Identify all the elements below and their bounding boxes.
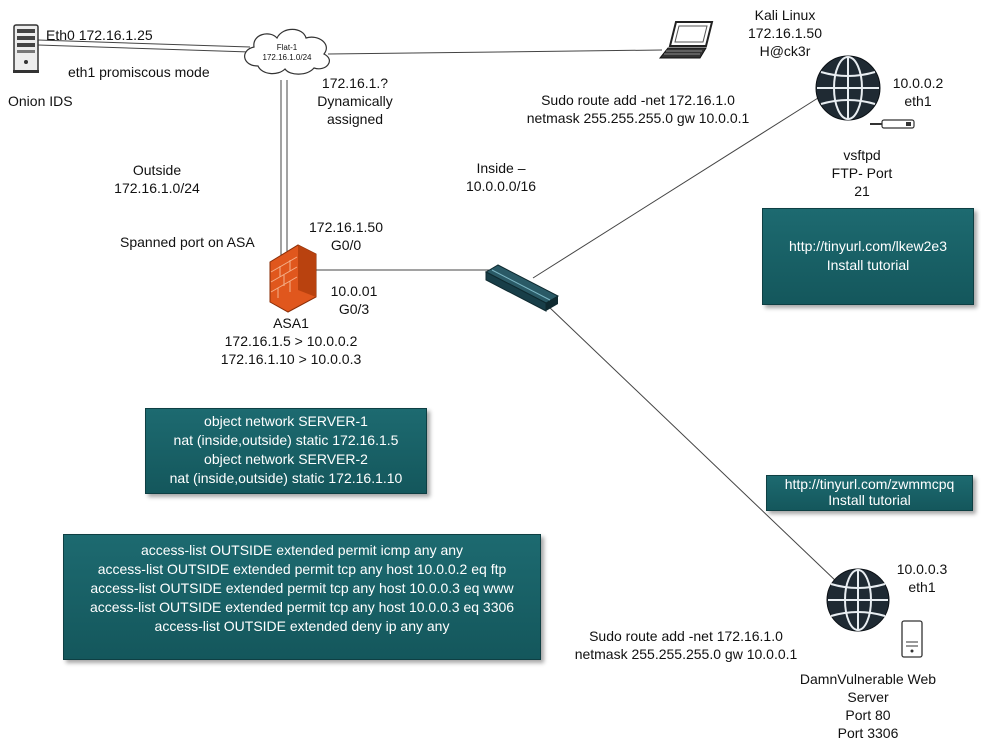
- link-cloud-asa: [280, 80, 288, 255]
- route-bottom-label: Sudo route add -net 172.16.1.0 netmask 2…: [546, 627, 826, 663]
- ftp-host-ip-label: 10.0.0.2 eth1: [880, 74, 956, 110]
- asa-g00-port: G0/0: [330, 237, 362, 253]
- onion-name-label: Onion IDS: [8, 93, 73, 109]
- asa-g00-label: 172.16.1.50 G0/0: [296, 218, 396, 254]
- link-onion-cloud: [37, 39, 251, 53]
- firewall-icon[interactable]: [269, 244, 317, 313]
- link-cloud-kali: [327, 49, 663, 55]
- ftp-service-name: vsftpd: [843, 147, 881, 163]
- server-tower-icon[interactable]: [13, 24, 39, 73]
- nat-config-line: nat (inside,outside) static 172.16.1.5: [173, 432, 399, 448]
- kali-label: Kali Linux 172.16.1.50 H@ck3r: [720, 6, 850, 60]
- acl-config-line: access-list OUTSIDE extended permit tcp …: [90, 580, 514, 596]
- cloud-name: Flat-1: [276, 43, 298, 52]
- route-bottom-line2: netmask 255.255.255.0 gw 10.0.0.1: [574, 646, 798, 662]
- server-icon[interactable]: [901, 620, 923, 658]
- dhcp-label: 172.16.1.? Dynamically assigned: [300, 74, 410, 128]
- dvwa-tutorial-text: Install tutorial: [828, 492, 911, 508]
- asa-span-label: Spanned port on ASA: [120, 234, 255, 250]
- dvwa-server-port-80: Port 80: [845, 707, 891, 723]
- cloud-icon[interactable]: [244, 28, 330, 75]
- cloud-label: Flat-1 172.16.1.0/24: [252, 43, 322, 63]
- onion-eth1-label: eth1 promiscous mode: [68, 64, 210, 80]
- ftp-tutorial-text: Install tutorial: [826, 257, 910, 273]
- ftp-host-iface: eth1: [904, 93, 932, 109]
- route-bottom-line1: Sudo route add -net 172.16.1.0: [589, 628, 783, 644]
- link-switch-dvwa: [547, 305, 839, 584]
- asa-name: ASA1: [273, 315, 309, 331]
- route-top-line1: Sudo route add -net 172.16.1.0: [541, 92, 735, 108]
- kali-ip: 172.16.1.50: [748, 25, 822, 41]
- asa-g03-port: G0/3: [338, 301, 370, 317]
- onion-eth0-label: Eth0 172.16.1.25: [46, 27, 153, 43]
- asa-nat-label: ASA1 172.16.1.5 > 10.0.0.2 172.16.1.10 >…: [196, 314, 386, 368]
- kali-password: H@ck3r: [759, 43, 811, 59]
- dvwa-server-label: DamnVulnerable Web Server Port 80 Port 3…: [778, 670, 958, 742]
- kali-name: Kali Linux: [754, 7, 816, 23]
- network-adapter-icon[interactable]: [870, 119, 915, 129]
- acl-config-line: access-list OUTSIDE extended permit tcp …: [97, 561, 507, 577]
- dvwa-host-iface: eth1: [908, 579, 936, 595]
- ftp-host-ip: 10.0.0.2: [892, 75, 944, 91]
- link-switch-ftp: [532, 97, 819, 279]
- outside-name: Outside: [132, 162, 182, 178]
- asa-g00-ip: 172.16.1.50: [309, 219, 383, 235]
- globe-icon[interactable]: [815, 55, 881, 121]
- dhcp-ip: 172.16.1.?: [321, 75, 389, 91]
- ftp-service-label: vsftpd FTP- Port 21: [814, 146, 910, 200]
- dvwa-server-name-2: Server: [847, 689, 889, 705]
- dvwa-server-port-3306: Port 3306: [837, 725, 899, 741]
- inside-subnet: 10.0.0.0/16: [465, 178, 537, 194]
- dvwa-host-ip-label: 10.0.0.3 eth1: [880, 560, 964, 596]
- nat-config-line: object network SERVER-2: [204, 451, 368, 467]
- ftp-service-port-label: FTP- Port: [831, 165, 893, 181]
- asa-nat-rule-2: 172.16.1.10 > 10.0.0.3: [220, 351, 362, 367]
- nat-config-line: object network SERVER-1: [204, 413, 368, 429]
- acl-config-line: access-list OUTSIDE extended permit tcp …: [89, 599, 515, 615]
- route-top-label: Sudo route add -net 172.16.1.0 netmask 2…: [498, 91, 778, 127]
- acl-config-box: access-list OUTSIDE extended permit icmp…: [63, 534, 541, 660]
- globe-icon[interactable]: [826, 568, 890, 632]
- cloud-subnet: 172.16.1.0/24: [262, 53, 312, 62]
- nat-config-line: nat (inside,outside) static 172.16.1.10: [169, 470, 403, 486]
- dvwa-tutorial-url[interactable]: http://tinyurl.com/zwmmcpq: [784, 476, 955, 492]
- dhcp-assigned: assigned: [326, 111, 384, 127]
- inside-name: Inside –: [476, 160, 526, 176]
- asa-nat-rule-1: 172.16.1.5 > 10.0.0.2: [224, 333, 358, 349]
- dvwa-server-name: DamnVulnerable Web: [799, 671, 937, 687]
- acl-config-line: access-list OUTSIDE extended deny ip any…: [154, 618, 450, 634]
- laptop-icon[interactable]: [658, 21, 714, 59]
- outside-label: Outside 172.16.1.0/24: [92, 161, 222, 197]
- dhcp-mode: Dynamically: [317, 93, 393, 109]
- ftp-tutorial-url[interactable]: http://tinyurl.com/lkew2e3: [789, 238, 947, 254]
- dvwa-host-ip: 10.0.0.3: [896, 561, 948, 577]
- route-top-line2: netmask 255.255.255.0 gw 10.0.0.1: [526, 110, 750, 126]
- nat-config-box: object network SERVER-1 nat (inside,outs…: [145, 408, 427, 494]
- outside-subnet: 172.16.1.0/24: [114, 180, 200, 196]
- dvwa-tutorial-box: http://tinyurl.com/zwmmcpq Install tutor…: [766, 475, 973, 511]
- asa-g03-label: 10.0.01 G0/3: [316, 282, 392, 318]
- asa-g03-ip: 10.0.01: [330, 283, 378, 299]
- switch-icon[interactable]: [484, 264, 560, 312]
- acl-config-line: access-list OUTSIDE extended permit icmp…: [140, 542, 464, 558]
- inside-label: Inside – 10.0.0.0/16: [446, 159, 556, 195]
- ftp-service-port: 21: [854, 183, 870, 199]
- ftp-tutorial-box: http://tinyurl.com/lkew2e3 Install tutor…: [762, 208, 974, 305]
